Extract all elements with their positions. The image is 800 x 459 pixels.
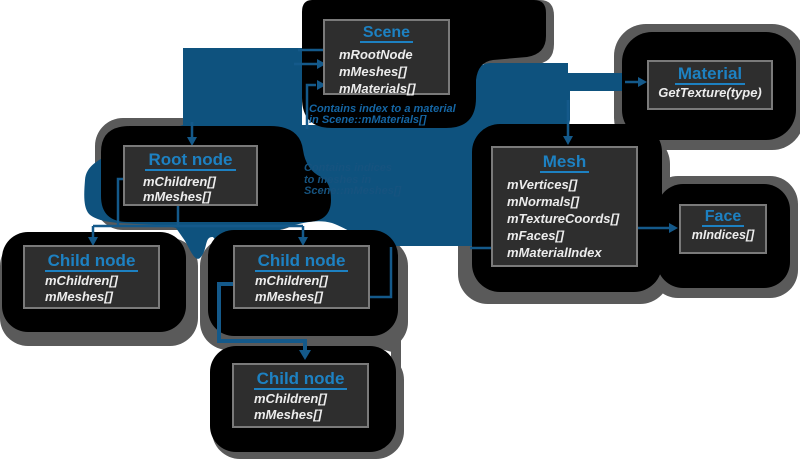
arrowhead-material	[638, 77, 647, 87]
member-mmaterialindex: mMaterialIndex	[507, 245, 602, 260]
arrowhead-root	[187, 137, 197, 146]
member-child1-mmeshes: mMeshes[]	[45, 288, 113, 304]
node-mesh-title: Mesh	[493, 152, 636, 173]
node-mesh: Mesh mVertices[] mNormals[] mTextureCoor…	[491, 146, 638, 267]
member-child3-mmeshes: mMeshes[]	[254, 406, 322, 422]
line-to-mmaterials	[305, 83, 316, 129]
note-material-index: Contains index to a material in Scene::m…	[309, 104, 456, 126]
arrowhead-mmeshes	[317, 59, 326, 69]
member-child2-mmeshes: mMeshes[]	[255, 288, 323, 304]
member-mtexturecoords: mTextureCoords[]	[507, 211, 620, 226]
member-mfaces: mFaces[]	[507, 228, 565, 243]
node-material-title: Material	[649, 64, 771, 85]
node-root: Root node mChildren[] mMeshes[]	[123, 145, 258, 206]
note-mesh-indices-line-3: Scene::mMeshes[]	[304, 185, 402, 197]
arrowhead-mmaterials	[317, 80, 326, 90]
member-root-mmeshes: mMeshes[]	[143, 189, 211, 204]
line-root-children	[91, 177, 305, 238]
note-material-index-line-1: Contains index to a material	[309, 103, 456, 115]
member-mrootnode: mRootNode	[339, 47, 413, 62]
note-mesh-indices: Contains indices to meshes in Scene::mMe…	[304, 162, 402, 198]
member-root-mchildren: mChildren[]	[143, 174, 216, 189]
member-mvertices: mVertices[]	[507, 177, 578, 192]
node-child-1-title: Child node	[25, 251, 158, 272]
member-mindices: mIndices[]	[691, 228, 755, 242]
line-child2-mmeshes-up	[370, 247, 393, 299]
node-child-1: Child node mChildren[] mMeshes[]	[23, 245, 160, 309]
node-material: Material GetTexture(type)	[647, 60, 773, 110]
member-scene-mmaterials: mMaterials[]	[339, 81, 416, 96]
member-child1-mchildren: mChildren[]	[45, 273, 118, 288]
node-face: Face mIndices[]	[679, 204, 767, 254]
node-child-3-title: Child node	[234, 369, 367, 390]
member-child2-mchildren: mChildren[]	[255, 273, 328, 288]
node-child-2: Child node mChildren[] mMeshes[]	[233, 245, 370, 309]
arrowhead-face	[669, 223, 678, 233]
node-root-title: Root node	[125, 150, 256, 171]
note-mesh-indices-line-1: Contains indices	[304, 162, 393, 174]
arrowhead-mesh	[563, 136, 573, 145]
node-child-3: Child node mChildren[] mMeshes[]	[232, 363, 369, 428]
line-child2-to-child3	[217, 282, 307, 350]
node-face-title: Face	[681, 208, 765, 227]
bridge-left-spike	[336, 332, 398, 354]
note-mesh-indices-line-2: to meshes in	[304, 173, 372, 186]
arrowhead-child2	[298, 237, 308, 246]
node-child-2-title: Child node	[235, 251, 368, 272]
member-child3-mchildren: mChildren[]	[254, 391, 327, 406]
node-scene-title: Scene	[325, 23, 448, 43]
arrowhead-child1	[88, 237, 98, 246]
note-material-index-line-2: in Scene::mMaterials[]	[309, 114, 427, 126]
arrowhead-child3	[299, 350, 311, 360]
node-scene: Scene mRootNode mMeshes[] mMaterials[]	[323, 19, 450, 96]
member-gettexture: GetTexture(type)	[658, 85, 762, 100]
member-scene-mmeshes: mMeshes[]	[339, 64, 407, 79]
member-mnormals: mNormals[]	[507, 194, 580, 209]
